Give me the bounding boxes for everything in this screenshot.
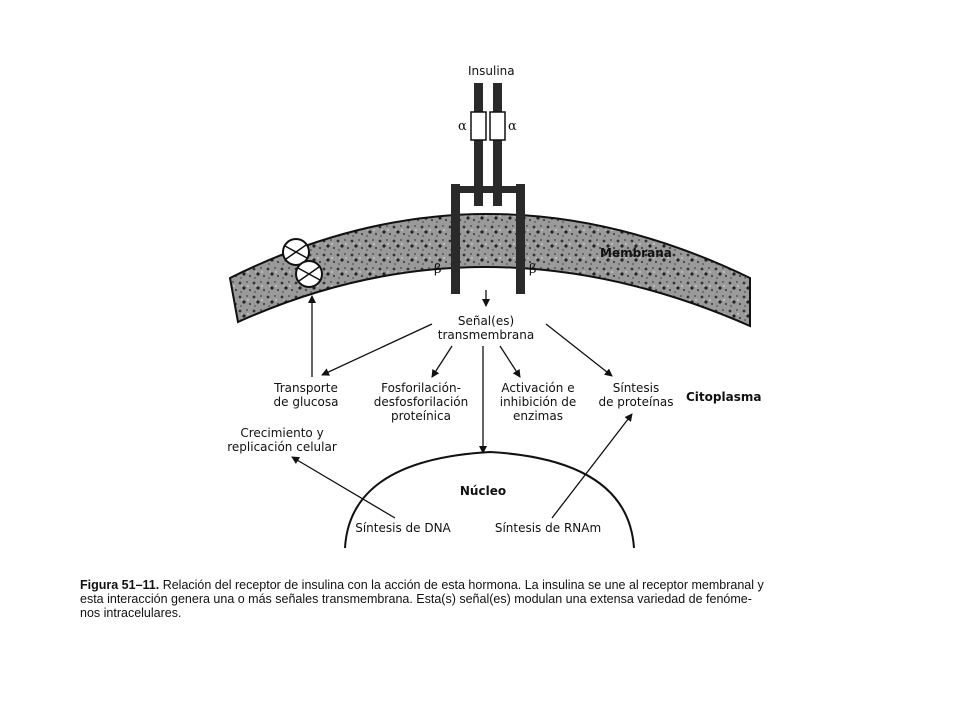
insulin-receptor <box>451 83 525 294</box>
rna-synthesis-label: Síntesis de RNAm <box>495 521 601 535</box>
phosphorylation-line-2: desfosforilación <box>374 395 468 409</box>
growth-line-2: replicación celular <box>227 440 337 454</box>
arrow-to-phosphorylation <box>431 345 453 378</box>
caption-line-3: nos intracelulares. <box>80 606 182 620</box>
caption-figure-label: Figura 51–11. <box>80 578 160 592</box>
caption-line-1: Figura 51–11. Relación del receptor de i… <box>80 578 910 592</box>
growth-line-1: Crecimiento y <box>240 426 323 440</box>
caption-line-2: esta interacción genera una o más señale… <box>80 592 752 606</box>
enzymes-line-2: inhibición de <box>500 395 577 409</box>
membrane-label: Membrana <box>600 246 672 260</box>
figure-caption: Figura 51–11. Relación del receptor de i… <box>80 578 910 620</box>
beta-label-left: β <box>434 262 442 277</box>
arrow-rna-to-protein <box>551 413 633 519</box>
arrow-to-enzymes <box>499 345 521 378</box>
phosphorylation-line-1: Fosforilación- <box>381 381 461 395</box>
phosphorylation-line-3: proteínica <box>391 409 451 423</box>
enzymes-line-3: enzimas <box>513 409 563 423</box>
arrow-to-glucose-transport <box>321 323 433 376</box>
caption-line-1-text: Relación del receptor de insulina con la… <box>159 578 764 592</box>
dna-synthesis-label: Síntesis de DNA <box>355 521 451 535</box>
alpha-label-right: α <box>508 119 517 134</box>
glucose-transport-line-1: Transporte <box>273 381 338 395</box>
enzymes-line-1: Activación e <box>501 381 574 395</box>
arrow-dna-to-growth <box>291 456 396 519</box>
nucleus-outline <box>344 450 635 549</box>
glucose-transport-line-2: de glucosa <box>274 395 339 409</box>
signal-label-line-2: transmembrana <box>438 328 534 342</box>
nucleus-label: Núcleo <box>460 484 506 498</box>
membrane-band <box>228 213 751 328</box>
signal-label-line-1: Señal(es) <box>458 314 514 328</box>
protein-synthesis-line-1: Síntesis <box>613 381 659 395</box>
glucose-transporter <box>282 238 323 288</box>
insulin-label: Insulina <box>468 64 515 78</box>
cytoplasm-label: Citoplasma <box>686 390 761 404</box>
arrow-to-protein-synthesis <box>545 323 613 377</box>
alpha-label-left: α <box>458 119 467 134</box>
protein-synthesis-line-2: de proteínas <box>598 395 673 409</box>
beta-label-right: β <box>529 262 537 277</box>
